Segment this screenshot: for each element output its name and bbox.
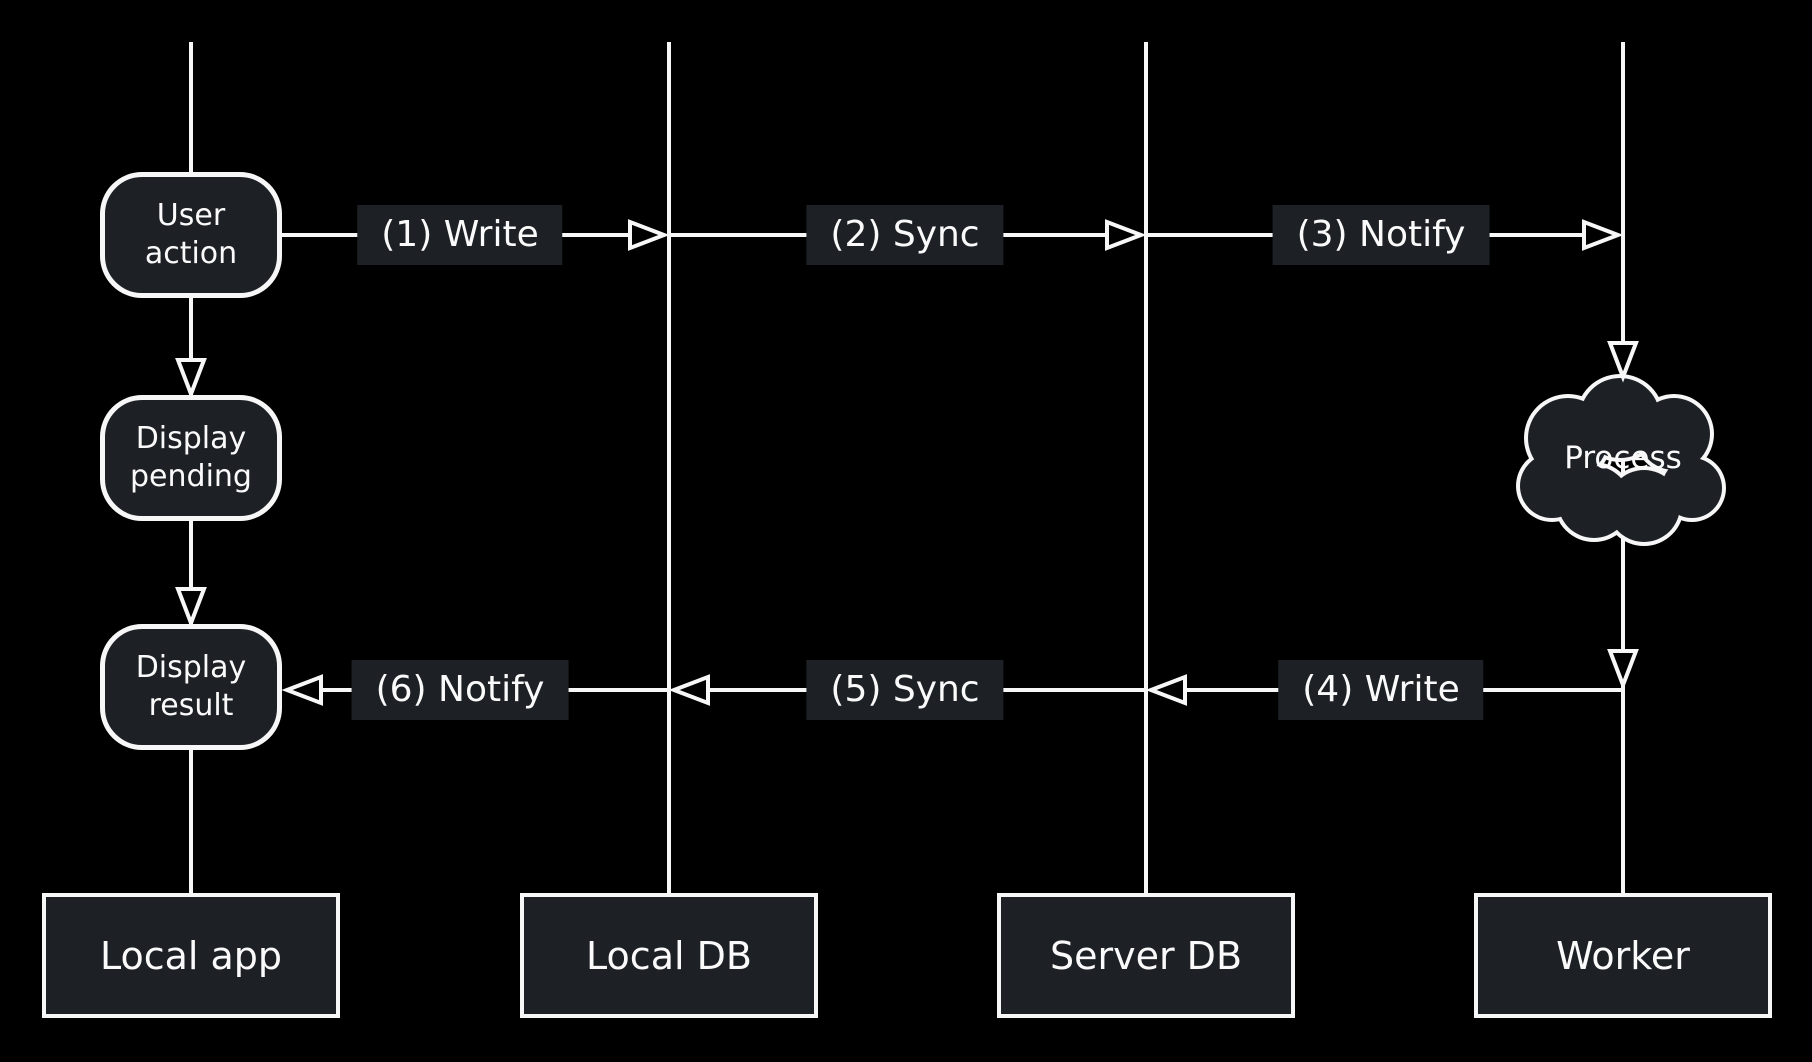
- arrowhead-3-notify-icon: [1582, 219, 1624, 251]
- arrowhead-process-out-icon: [1607, 649, 1639, 691]
- actor-server-db-label: Server DB: [1049, 933, 1243, 978]
- process-cloud-shape: [1516, 374, 1726, 546]
- actor-box-worker: Worker: [1474, 893, 1772, 1018]
- actor-worker-label: Worker: [1556, 933, 1690, 978]
- actor-box-local-app: Local app: [42, 893, 340, 1018]
- node-process-label: Process: [1564, 440, 1682, 476]
- message-label-4-write: (4) Write: [1278, 660, 1484, 720]
- arrowhead-5-sync-icon: [668, 674, 710, 706]
- arrowhead-display-result-icon: [175, 587, 207, 629]
- actor-local-db-label: Local DB: [586, 933, 752, 978]
- arrowhead-2-sync-icon: [1105, 219, 1147, 251]
- arrowhead-process-in-icon: [1607, 341, 1639, 383]
- message-label-1-write: (1) Write: [357, 205, 563, 265]
- node-user-action-label: User action: [144, 198, 238, 271]
- actor-local-app-label: Local app: [99, 933, 283, 978]
- actor-box-local-db: Local DB: [520, 893, 818, 1018]
- message-label-2-sync: (2) Sync: [806, 205, 1004, 265]
- arrowhead-1-write-icon: [628, 219, 670, 251]
- node-display-pending-label: Display pending: [130, 421, 252, 494]
- node-user-action: User action: [100, 172, 282, 298]
- node-display-result: Display result: [100, 624, 282, 750]
- node-display-result-label: Display result: [135, 650, 247, 723]
- arrowhead-display-pending-icon: [175, 358, 207, 400]
- actor-box-server-db: Server DB: [997, 893, 1295, 1018]
- arrowhead-6-notify-icon: [281, 674, 323, 706]
- message-label-6-notify: (6) Notify: [351, 660, 569, 720]
- message-label-3-notify: (3) Notify: [1272, 205, 1490, 265]
- arrowhead-4-write-icon: [1145, 674, 1187, 706]
- message-label-5-sync: (5) Sync: [806, 660, 1004, 720]
- node-display-pending: Display pending: [100, 395, 282, 521]
